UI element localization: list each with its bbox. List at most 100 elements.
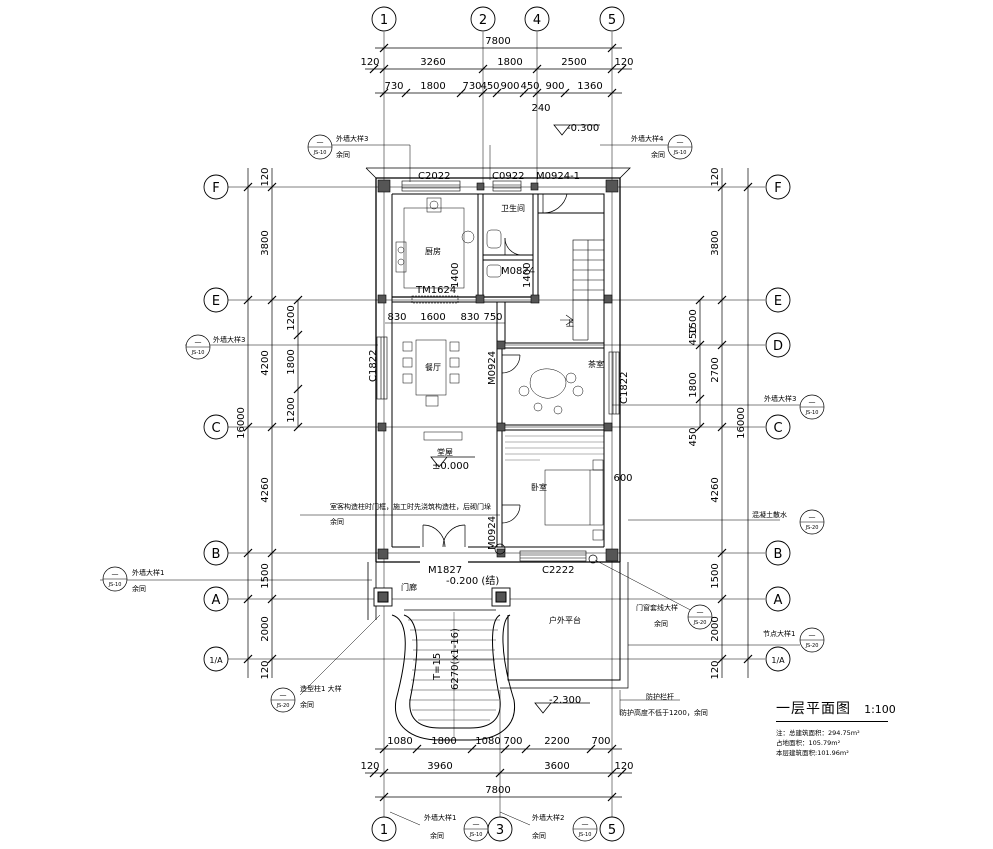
room-tea: 茶室	[588, 359, 604, 369]
dim-top-detail: 1800	[420, 81, 445, 92]
level-porch: -0.200 (结)	[446, 574, 499, 587]
porch-structure	[367, 562, 629, 741]
dim-interior: 830	[460, 312, 479, 323]
dim-top-mid: 3260	[420, 57, 445, 68]
dim-right-outer: 3800	[710, 230, 721, 255]
dim-left-outer: 1500	[260, 563, 271, 588]
dim-right-outer: 4260	[710, 477, 721, 502]
dim-bottom-mid: 120	[614, 761, 633, 772]
dim-top-mid: 2500	[561, 57, 586, 68]
svg-text:—: —	[809, 631, 816, 639]
callout-wall1-left-sub: 余同	[132, 584, 146, 593]
area-note-total: 注：总建筑面积：294.75m²	[776, 729, 860, 737]
room-bath: 卫生间	[501, 203, 525, 213]
stair-labels: T=15 6270(x1-16)	[432, 628, 461, 690]
dim-top-extra: 240	[531, 103, 550, 114]
level-markers	[430, 124, 600, 714]
axis-label-left-a: A	[212, 593, 221, 608]
callout-wall2-bottom-sub: 余同	[532, 831, 546, 840]
callout-labels: 外墙大样3 余同 外墙大样4 余同 外墙大样3 外墙大样3 外墙大样1 余同 造…	[132, 134, 796, 840]
room-bedroom: 卧室	[531, 482, 547, 492]
callout-door-trim-sub: 余同	[654, 619, 668, 628]
svg-text:JS-20: JS-20	[805, 643, 819, 649]
axis-labels: 1 2 4 5 1 3 5 F E C B A 1/A F E D C B A …	[209, 13, 785, 838]
axis-label-left-e: E	[212, 294, 220, 309]
dim-left-outer: 4200	[260, 350, 271, 375]
tag-c2022: C2022	[418, 171, 450, 182]
dim-top-detail: 450	[520, 81, 539, 92]
doors	[422, 193, 598, 564]
dim-interior: 830	[387, 312, 406, 323]
level-bottom: -2.300	[549, 695, 581, 706]
dim-right-inner: 1800	[688, 372, 699, 397]
dim-top-detail: 1360	[577, 81, 602, 92]
tag-height-1400-a: 1400	[450, 263, 461, 288]
callout-bubble-text: — JS-10 — JS-10 — JS-10 — JS-10 — JS-10 …	[108, 138, 819, 838]
callout-rail-2: 防护高度不低于1200，余同	[620, 708, 708, 717]
floor-hatching	[505, 435, 604, 461]
axis-label-bottom-3: 3	[496, 823, 504, 838]
svg-text:—: —	[582, 820, 589, 828]
room-dining: 餐厅	[425, 363, 441, 372]
dim-wall-small: 600	[613, 473, 632, 484]
top-dimensions: 7800 120 3260 1800 2500 120 730 1800 730…	[360, 36, 633, 114]
dim-right-inner: 450	[688, 427, 699, 446]
level-living: ±0.000	[432, 461, 469, 472]
svg-text:—: —	[809, 513, 816, 521]
axis-label-right-d: D	[773, 339, 783, 354]
level-labels: -0.300 ±0.000 -0.200 (结) -2.300	[432, 123, 599, 706]
svg-text:JS-10: JS-10	[578, 832, 592, 838]
callout-wall1-bottom: 外墙大样1	[424, 813, 456, 822]
dim-bottom-mid: 3960	[427, 761, 452, 772]
dim-right-inner: 1500	[688, 309, 699, 334]
svg-text:—: —	[195, 338, 202, 346]
tag-m0924-b: M0924	[487, 516, 498, 550]
callout-wall3-right: 外墙大样3	[764, 394, 796, 403]
svg-text:JS-20: JS-20	[276, 703, 290, 709]
axis-label-right-b: B	[774, 547, 783, 562]
callout-node: 节点大样1	[763, 629, 795, 638]
dim-bottom-total: 7800	[485, 785, 510, 796]
axis-label-top-1: 1	[380, 13, 388, 28]
dim-left-inner: 1200	[286, 397, 297, 422]
dim-bottom-detail: 700	[591, 736, 610, 747]
dim-left-outer: 120	[260, 660, 271, 679]
callout-wall3-top: 外墙大样3	[336, 134, 368, 143]
axis-label-left-c: C	[211, 421, 220, 436]
area-note-floor: 本层建筑面积:101.96m²	[776, 749, 849, 757]
dim-left-inner: 1800	[286, 349, 297, 374]
furniture	[395, 197, 604, 541]
dim-right-outer: 1500	[710, 563, 721, 588]
axis-label-bottom-5: 5	[608, 823, 616, 838]
dim-top-detail: 900	[500, 81, 519, 92]
interior-dimensions: 830 1600 830 750 600	[385, 312, 633, 484]
drawing-scale: 1:100	[864, 703, 896, 716]
axis-label-right-f: F	[774, 181, 781, 196]
callout-door-note-sub: 余同	[330, 517, 344, 526]
tag-c2222: C2222	[542, 565, 574, 576]
callout-door-trim: 门窗套线大样	[636, 603, 678, 612]
dim-right-outer: 120	[710, 167, 721, 186]
svg-text:—: —	[473, 820, 480, 828]
interior-stair	[560, 239, 605, 341]
detail-ref-lines	[103, 146, 824, 830]
axis-label-right-e: E	[774, 294, 782, 309]
tag-m1827: M1827	[428, 565, 462, 576]
axis-label-top-2: 2	[479, 13, 487, 28]
callout-wall2-bottom: 外墙大样2	[532, 813, 564, 822]
dim-top-detail: 450	[480, 81, 499, 92]
axis-label-bottom-1: 1	[380, 823, 388, 838]
dim-left-outer: 4260	[260, 477, 271, 502]
axis-bubbles	[203, 6, 791, 842]
callout-wall1-left: 外墙大样1	[132, 568, 164, 577]
walls	[365, 167, 631, 563]
dim-left-outer: 2000	[260, 616, 271, 641]
room-terrace: 户外平台	[549, 615, 581, 625]
stair-up-label: 上	[566, 319, 574, 328]
level-top: -0.300	[567, 123, 599, 134]
axis-label-right-c: C	[773, 421, 782, 436]
dim-bottom-detail: 2200	[544, 736, 569, 747]
callout-wall1-bottom-sub: 余同	[430, 831, 444, 840]
room-living: 堂屋	[437, 447, 453, 457]
